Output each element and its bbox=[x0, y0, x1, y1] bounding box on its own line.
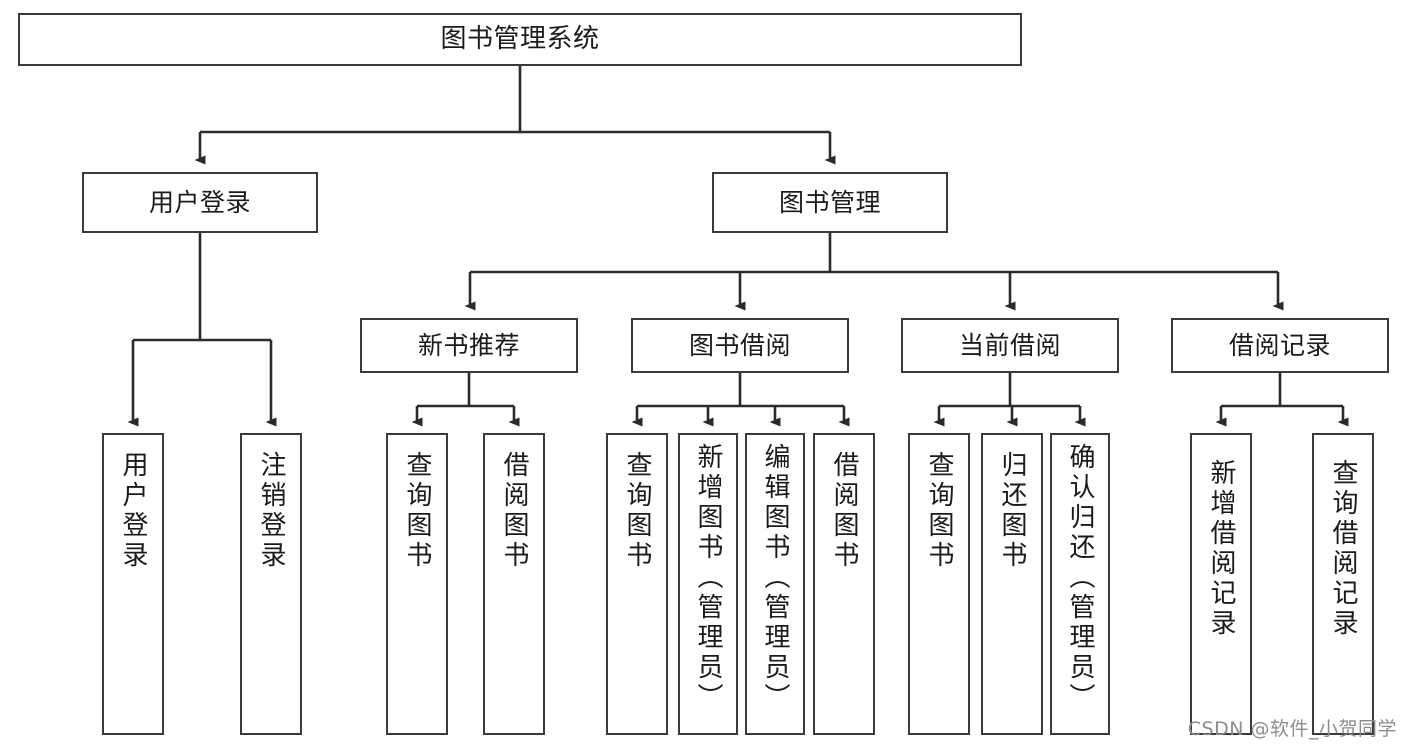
node-current-borrow[interactable]: 当前借阅 bbox=[901, 318, 1119, 373]
node-label: 归还图书 bbox=[997, 451, 1027, 571]
node-leaf-query-book-2[interactable]: 查询图书 bbox=[606, 433, 668, 735]
node-book-manage[interactable]: 图书管理 bbox=[712, 172, 948, 233]
node-label: 用户登录 bbox=[118, 451, 148, 571]
node-leaf-logout[interactable]: 注销登录 bbox=[240, 433, 302, 735]
node-label: 图书管理 bbox=[778, 187, 881, 217]
node-leaf-borrow-book-1[interactable]: 借阅图书 bbox=[483, 433, 545, 735]
node-leaf-return-book[interactable]: 归还图书 bbox=[981, 433, 1043, 735]
node-label: 查询图书 bbox=[402, 451, 432, 571]
node-leaf-borrow-book-2[interactable]: 借阅图书 bbox=[813, 433, 875, 735]
node-label: 新增借阅记录 bbox=[1206, 459, 1236, 639]
node-leaf-add-record[interactable]: 新增借阅记录 bbox=[1190, 433, 1252, 735]
node-book-borrow[interactable]: 图书借阅 bbox=[631, 318, 849, 373]
node-label: 借阅记录 bbox=[1228, 330, 1331, 360]
node-label: 查询借阅记录 bbox=[1328, 459, 1358, 639]
node-leaf-edit-book-admin[interactable]: 编辑图书（管理员） bbox=[745, 433, 805, 735]
node-leaf-query-book-1[interactable]: 查询图书 bbox=[386, 433, 448, 735]
node-label: 借阅图书 bbox=[829, 451, 859, 571]
node-leaf-user-login[interactable]: 用户登录 bbox=[102, 433, 164, 735]
node-leaf-query-book-3[interactable]: 查询图书 bbox=[908, 433, 970, 735]
node-leaf-query-record[interactable]: 查询借阅记录 bbox=[1312, 433, 1374, 735]
node-label: 借阅图书 bbox=[499, 451, 529, 571]
node-label: 查询图书 bbox=[924, 451, 954, 571]
node-label: 注销登录 bbox=[256, 451, 286, 571]
node-label: 图书管理系统 bbox=[440, 23, 600, 54]
node-label: 确认归还（管理员） bbox=[1065, 443, 1095, 713]
node-root-system[interactable]: 图书管理系统 bbox=[18, 13, 1022, 66]
node-label: 查询图书 bbox=[622, 451, 652, 571]
node-user-login[interactable]: 用户登录 bbox=[82, 172, 318, 233]
node-borrow-record[interactable]: 借阅记录 bbox=[1171, 318, 1389, 373]
node-new-book-recommend[interactable]: 新书推荐 bbox=[360, 318, 578, 373]
node-leaf-confirm-return[interactable]: 确认归还（管理员） bbox=[1050, 433, 1110, 735]
node-label: 当前借阅 bbox=[958, 330, 1061, 360]
watermark: CSDN @软件_小贺同学 bbox=[1187, 718, 1397, 740]
node-label: 图书借阅 bbox=[688, 330, 791, 360]
node-label: 新书推荐 bbox=[417, 330, 520, 360]
node-label: 编辑图书（管理员） bbox=[760, 443, 790, 713]
node-leaf-add-book-admin[interactable]: 新增图书（管理员） bbox=[678, 433, 738, 735]
node-label: 新增图书（管理员） bbox=[693, 443, 723, 713]
node-label: 用户登录 bbox=[148, 187, 251, 217]
